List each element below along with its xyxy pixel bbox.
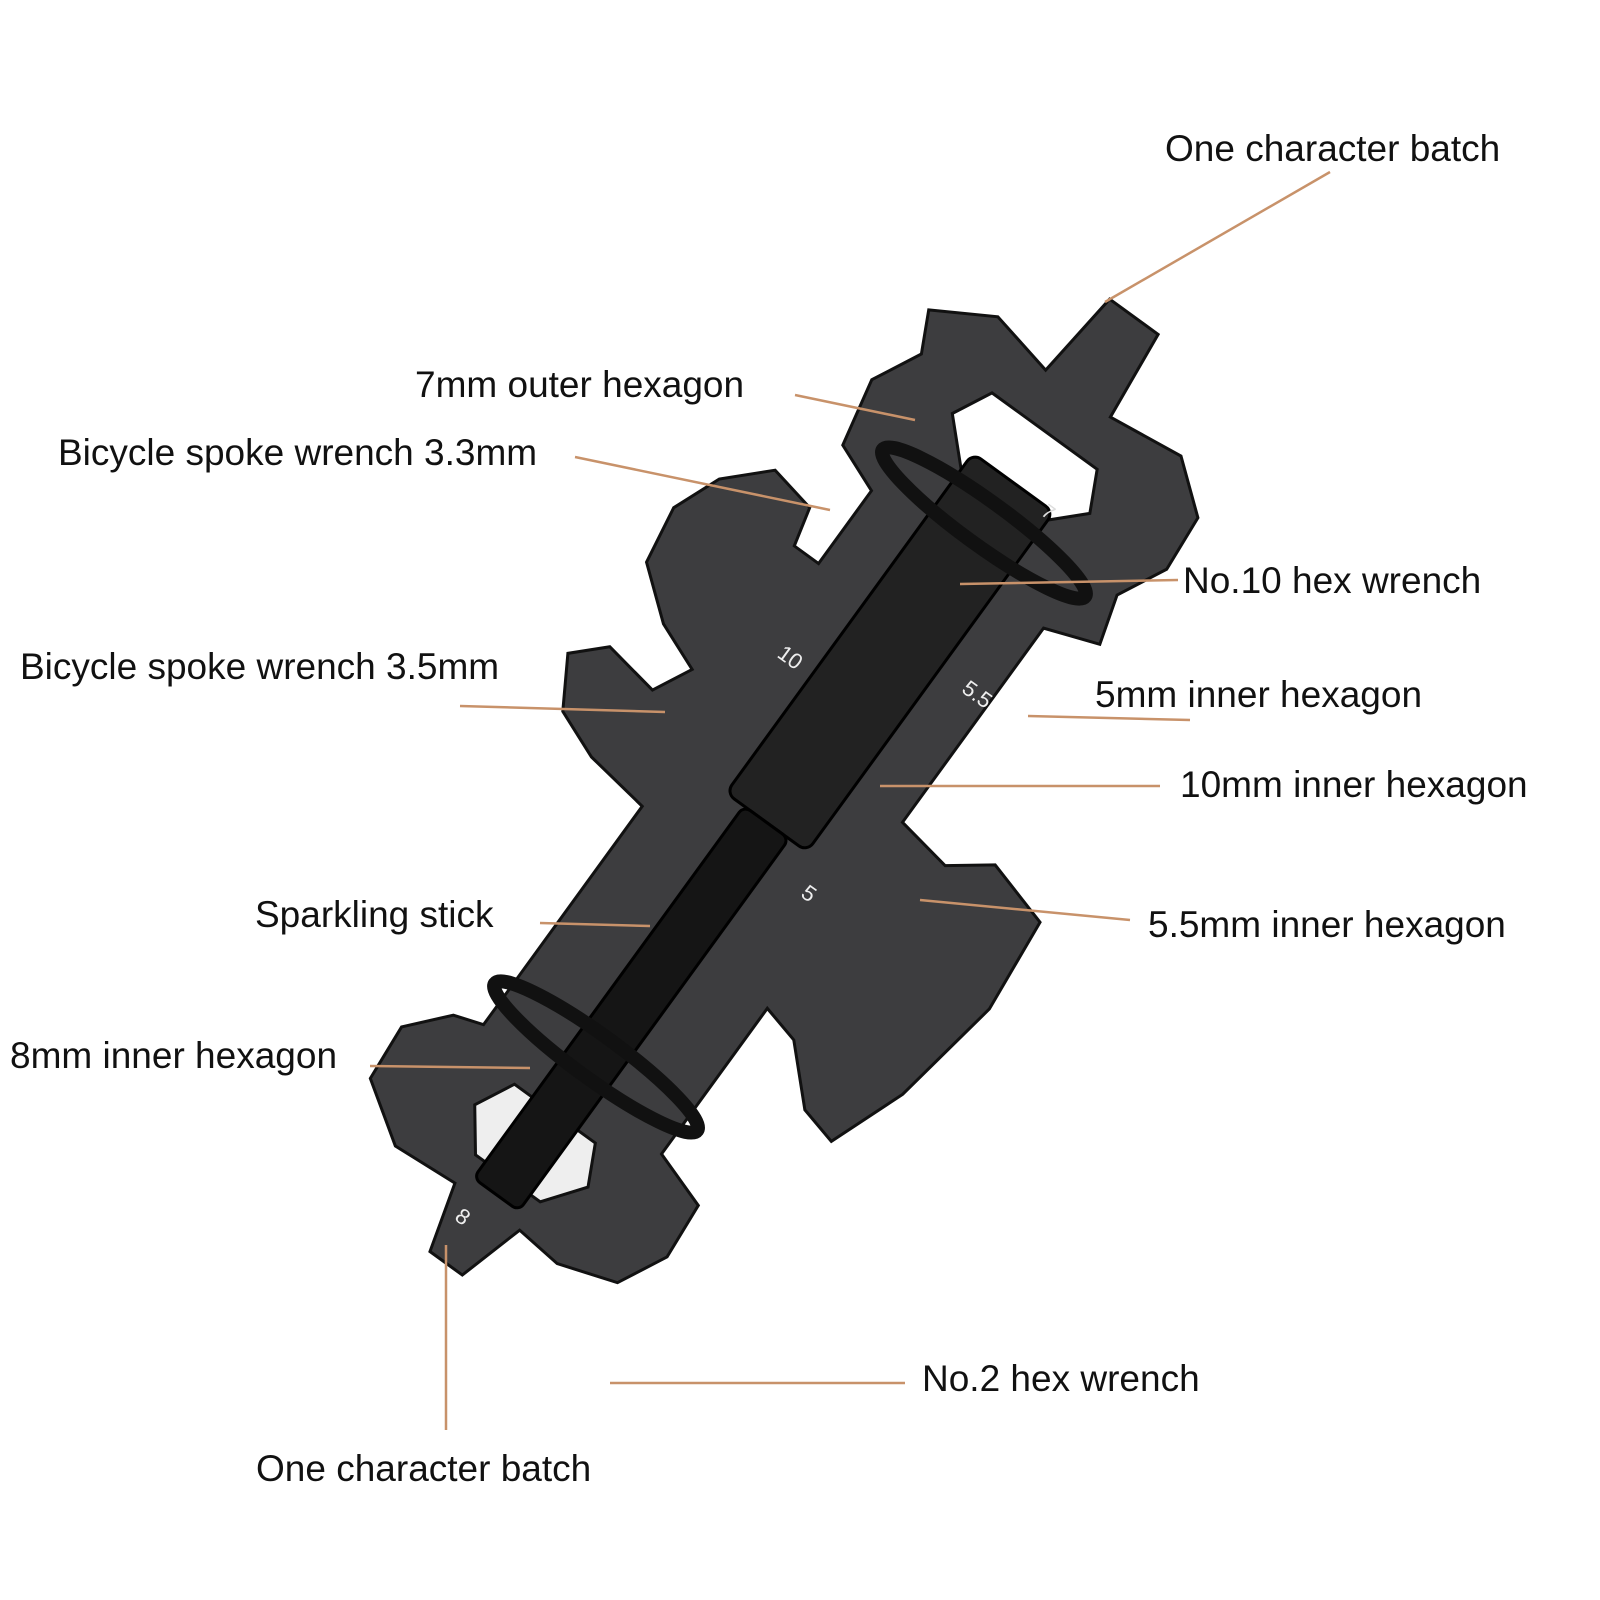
leader-7mm <box>794 393 916 422</box>
leader-no10 <box>959 578 1179 586</box>
rubber-ring-bottom <box>487 974 705 1140</box>
label-spoke-wrench-35: Bicycle spoke wrench 3.5mm <box>20 646 500 687</box>
label-8mm-inner-hexagon: 8mm inner hexagon <box>10 1035 338 1076</box>
sparkling-stick-rod <box>475 807 788 1210</box>
leader-spoke-35 <box>459 704 666 714</box>
leader-5mm <box>1027 714 1191 722</box>
leader-55mm <box>919 898 1131 922</box>
rubber-ring-top <box>875 440 1093 606</box>
label-no10-hex-wrench: No.10 hex wrench <box>1183 560 1482 601</box>
label-bottom-batch: One character batch <box>256 1448 592 1489</box>
leader-lines <box>369 170 1331 1430</box>
label-no2-hex-wrench: No.2 hex wrench <box>922 1358 1200 1399</box>
leader-8mm <box>369 1064 531 1070</box>
label-5mm-inner-hexagon: 5mm inner hexagon <box>1095 674 1423 715</box>
label-top-batch: One character batch <box>1165 128 1501 169</box>
leader-sparkling <box>539 921 651 928</box>
label-10mm-inner-hexagon: 10mm inner hexagon <box>1180 764 1528 805</box>
leader-spoke-33 <box>574 455 831 512</box>
label-spoke-wrench-33: Bicycle spoke wrench 3.3mm <box>58 432 538 473</box>
label-7mm-outer-hexagon: 7mm outer hexagon <box>415 364 745 405</box>
leader-top-batch <box>1104 170 1331 304</box>
label-55mm-inner-hexagon: 5.5mm inner hexagon <box>1148 904 1506 945</box>
label-sparkling-stick: Sparkling stick <box>255 894 494 935</box>
